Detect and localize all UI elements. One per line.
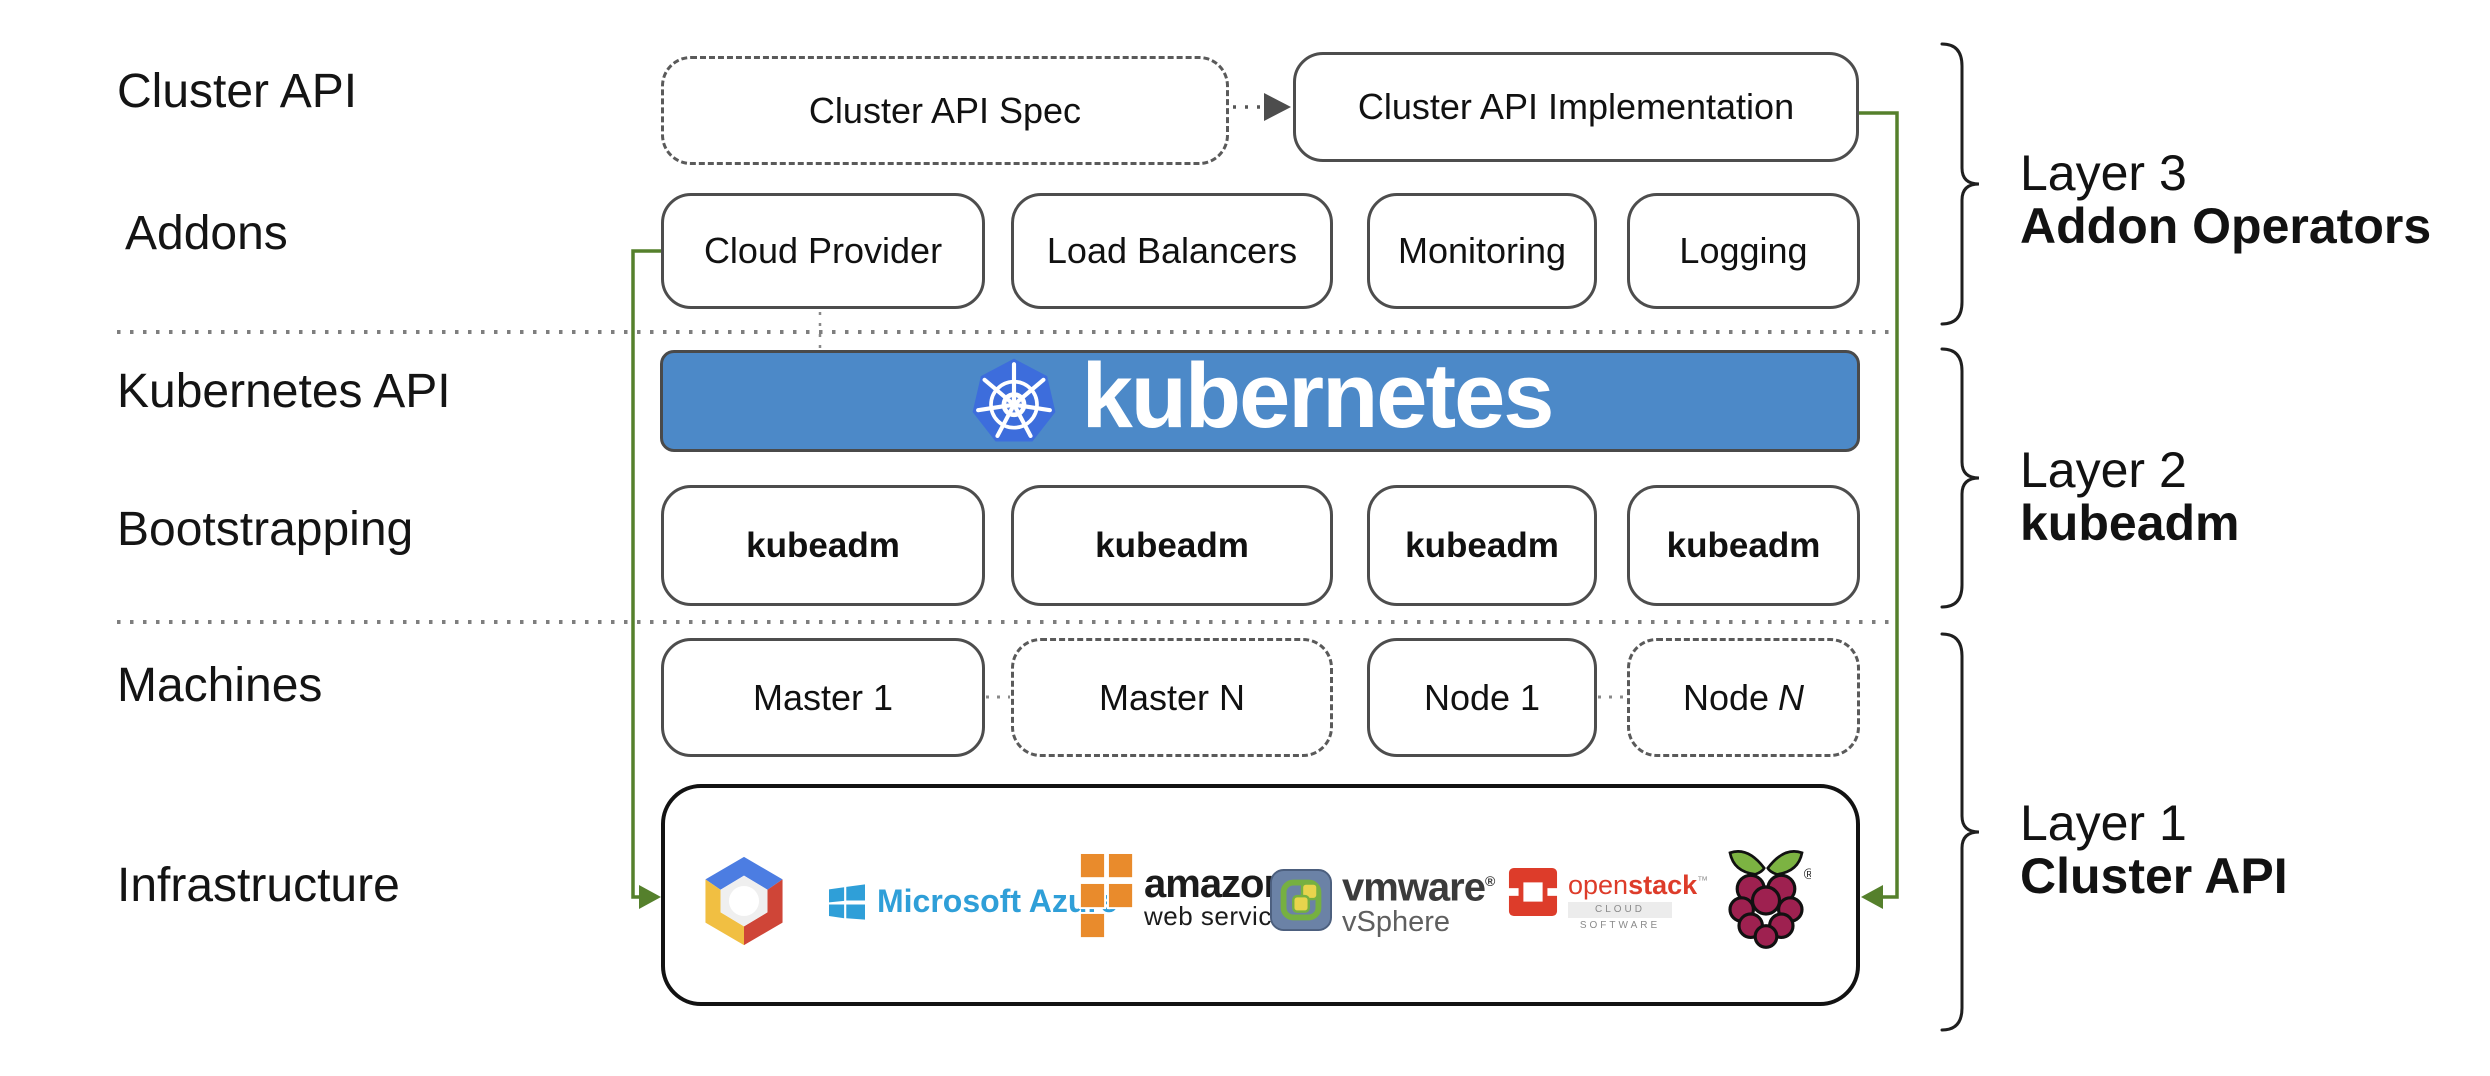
microsoft-window-icon — [829, 883, 865, 920]
raspberry-pi-icon: ® — [1728, 850, 1811, 949]
implementation-to-infrastructure-line — [1859, 111, 1899, 899]
openstack-icon — [1508, 867, 1558, 917]
cluster-api-implementation-box: Cluster API Implementation — [1293, 52, 1859, 162]
kubeadm-box-1: kubeadm — [661, 485, 985, 606]
vmware-vsphere-logo: vmware® vSphere — [1270, 862, 1495, 939]
right-green-arrowhead — [1861, 885, 1883, 909]
raspberry-registered-mark: ® — [1804, 867, 1811, 883]
aws-cubes-icon — [1078, 852, 1135, 940]
machine-box-node-n: Node N — [1627, 638, 1860, 757]
vmware-wordmark: vmware® vSphere — [1342, 862, 1495, 939]
infrastructure-box: Microsoft Azure amazon web services — [661, 784, 1860, 1006]
layer-2-line1: Layer 2 — [2020, 442, 2187, 498]
layer-3-bracket — [1940, 42, 1980, 326]
master-n-label: Master N — [1098, 676, 1246, 718]
left-green-arrowhead — [639, 885, 661, 909]
layer-1-line2: Cluster API — [2020, 848, 2288, 904]
spec-to-implementation-arrowhead — [1264, 93, 1291, 121]
vmware-wordmark-line2: vSphere — [1342, 906, 1451, 939]
layer-1-bracket — [1940, 632, 1980, 1032]
node-n-suffix: N — [1778, 676, 1805, 718]
layer-2-bracket — [1940, 347, 1980, 609]
google-cloud-icon — [705, 856, 783, 946]
openstack-wordmark: openstack™ CLOUD SOFTWARE — [1568, 866, 1709, 931]
layer-2-line2: kubeadm — [2020, 495, 2240, 551]
cluster-api-spec-box: Cluster API Spec — [661, 56, 1229, 165]
openstack-subtitle: CLOUD SOFTWARE — [1568, 902, 1672, 931]
cloud-provider-to-infrastructure-line — [631, 249, 661, 899]
machine-box-master-n: Master N — [1011, 638, 1333, 757]
kubernetes-banner: kubernetes — [660, 345, 1860, 452]
layer-2-label: Layer 2 kubeadm — [2020, 444, 2240, 550]
logging-label: Logging — [1679, 230, 1808, 271]
aws-wordmark-line1: amazon — [1144, 862, 1288, 906]
addon-box-cloud-provider: Cloud Provider — [661, 193, 985, 309]
node-n-label: Node — [1682, 676, 1770, 718]
master-1-label: Master 1 — [752, 676, 894, 718]
kubernetes-wheel-icon — [972, 358, 1055, 442]
node-1-label: Node 1 — [1423, 676, 1541, 718]
machine-box-node-1: Node 1 — [1367, 638, 1597, 757]
vmware-registered-mark: ® — [1484, 873, 1495, 889]
addon-box-load-balancers: Load Balancers — [1011, 193, 1333, 309]
raspberry-pi-logo: ® — [1721, 840, 1811, 952]
cluster-api-spec-label: Cluster API Spec — [808, 89, 1082, 131]
machine-box-master-1: Master 1 — [661, 638, 985, 757]
azure-logo: Microsoft Azure — [829, 883, 1118, 920]
google-cloud-logo — [697, 854, 791, 948]
cloud-provider-label: Cloud Provider — [703, 230, 943, 271]
load-balancers-label: Load Balancers — [1046, 230, 1298, 271]
row-label-addons: Addons — [125, 207, 288, 260]
layer-1-label: Layer 1 Cluster API — [2020, 797, 2288, 903]
addon-box-logging: Logging — [1627, 193, 1860, 309]
row-label-machines: Machines — [117, 659, 323, 712]
monitoring-label: Monitoring — [1397, 230, 1567, 271]
layer-3-line2: Addon Operators — [2020, 198, 2432, 254]
addon-box-monitoring: Monitoring — [1367, 193, 1597, 309]
kubernetes-wordmark: kubernetes — [1081, 344, 1555, 447]
openstack-logo: openstack™ CLOUD SOFTWARE — [1508, 866, 1709, 931]
row-label-cluster-api: Cluster API — [117, 65, 358, 118]
kubeadm-box-3: kubeadm — [1367, 485, 1597, 606]
cluster-api-implementation-label: Cluster API Implementation — [1357, 86, 1795, 127]
kubeadm-box-4: kubeadm — [1627, 485, 1860, 606]
aws-logo: amazon web services — [1078, 850, 1300, 944]
kubeadm-box-2: kubeadm — [1011, 485, 1333, 606]
layer-3-line1: Layer 3 — [2020, 145, 2187, 201]
kubeadm-label: kubeadm — [1405, 525, 1559, 565]
layer-1-line1: Layer 1 — [2020, 795, 2187, 851]
azure-wordmark: Microsoft Azure — [877, 883, 1118, 919]
openstack-wordmark-line1: openstack™ — [1568, 870, 1709, 900]
kubeadm-label: kubeadm — [746, 525, 900, 565]
row-label-bootstrapping: Bootstrapping — [117, 503, 414, 556]
dotted-separator-top — [117, 330, 1889, 334]
kubeadm-label: kubeadm — [1666, 525, 1821, 565]
vmware-wordmark-line1: vmware® — [1342, 865, 1495, 910]
layer-3-label: Layer 3 Addon Operators — [2020, 147, 2431, 253]
openstack-tm-mark: ™ — [1697, 875, 1709, 887]
kubeadm-label: kubeadm — [1095, 525, 1249, 565]
row-label-infrastructure: Infrastructure — [117, 859, 400, 912]
dotted-separator-bottom — [117, 620, 1889, 624]
row-label-kubernetes-api: Kubernetes API — [117, 365, 451, 418]
vsphere-icon — [1270, 869, 1332, 932]
